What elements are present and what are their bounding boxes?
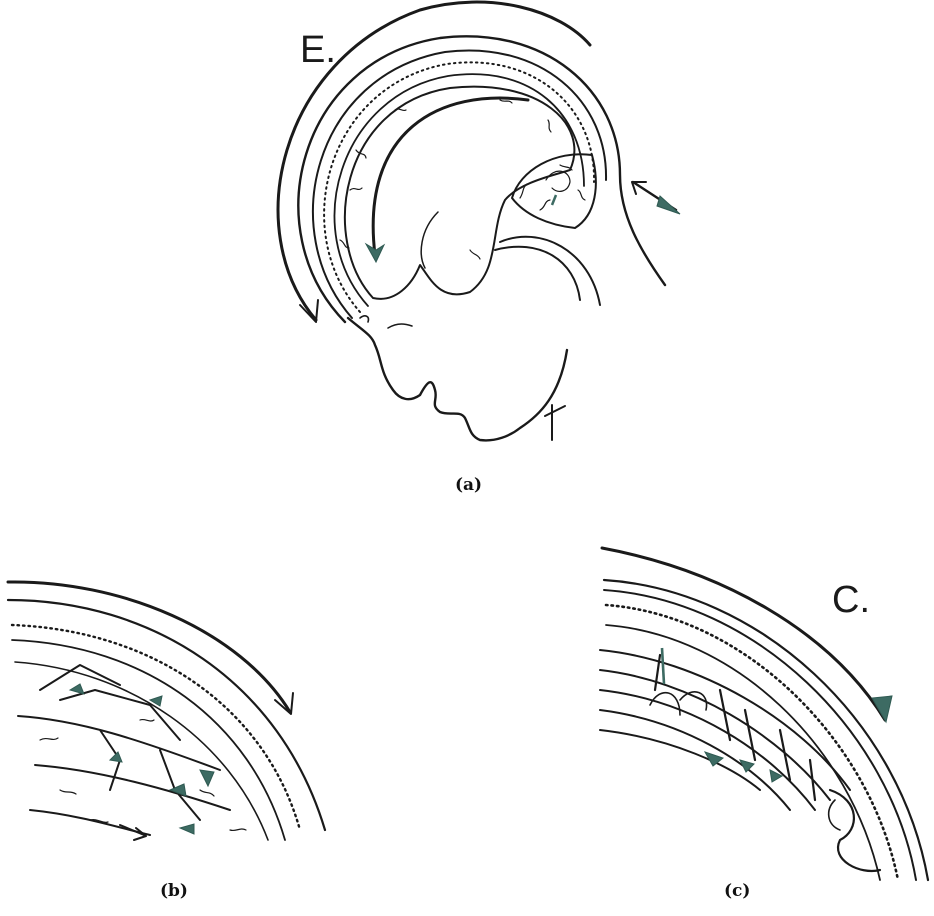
panel-c-skull	[604, 580, 928, 880]
face-profile	[348, 318, 567, 440]
panel-c: C. (c)	[600, 548, 928, 901]
dura-line	[324, 62, 594, 312]
neck-line	[545, 405, 565, 440]
cerebrum	[345, 87, 574, 299]
panel-b-dura	[12, 625, 300, 830]
panel-a-letter: E.	[300, 29, 336, 71]
panel-a: E. (a)	[278, 2, 680, 495]
panel-b: (b)	[8, 582, 325, 901]
panel-b-vessels	[18, 665, 230, 835]
panel-b-caption: (b)	[160, 881, 188, 901]
dura-inner	[335, 74, 584, 306]
panel-c-caption: (c)	[724, 881, 750, 901]
brain-rotation-arrow	[373, 98, 528, 255]
panel-b-skull	[8, 600, 325, 830]
panel-c-letter: C.	[832, 579, 870, 621]
panel-c-flow-arrowhead	[872, 696, 892, 722]
panel-a-caption: (a)	[455, 475, 482, 495]
impact-arrowhead	[657, 196, 680, 214]
skull-outline	[313, 50, 606, 318]
